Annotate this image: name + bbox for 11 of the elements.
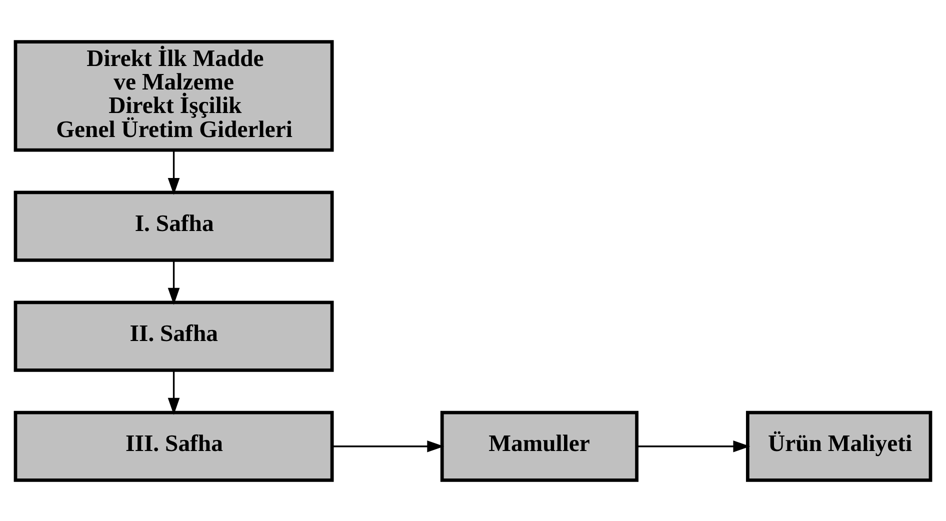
arrow — [168, 260, 180, 304]
node-box: Ürün Maliyeti — [746, 410, 932, 482]
arrow — [168, 370, 180, 414]
arrow — [637, 440, 750, 452]
node-box: III. Safha — [14, 410, 334, 482]
node-box: Mamuller — [440, 410, 638, 482]
node-box: II. Safha — [14, 300, 334, 372]
arrow — [332, 440, 444, 452]
arrow — [168, 150, 180, 194]
node-box: I. Safha — [14, 190, 334, 262]
node-box: Direkt İlk Madde ve Malzeme Direkt İşçilik Genel Üretim Giderleri — [14, 40, 334, 152]
